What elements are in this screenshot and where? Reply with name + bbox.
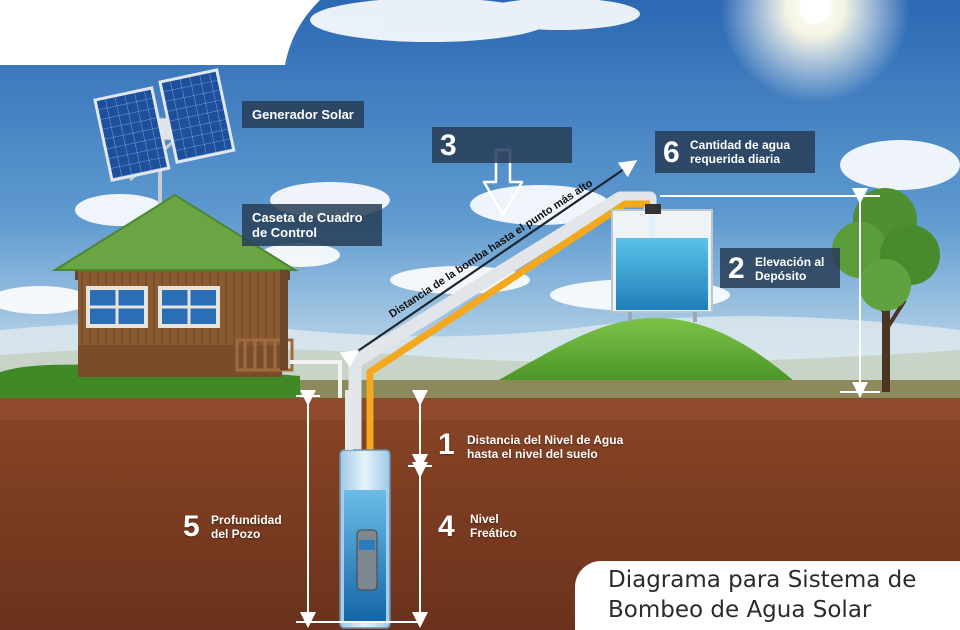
- well: [339, 390, 391, 629]
- hill: [470, 317, 810, 395]
- step-2-box: [720, 248, 840, 288]
- sun-core: [799, 0, 831, 24]
- number-2: 2: [728, 252, 745, 285]
- title-panel: Diagrama para Sistema de Bombeo de Agua …: [575, 561, 960, 630]
- sun-icon: [720, 0, 910, 103]
- topsoil: [0, 398, 960, 420]
- water-level-distance-label: Distancia del Nivel de Agua hasta el niv…: [467, 433, 624, 461]
- well-depth-label: Profundidad del Pozo: [211, 513, 282, 541]
- solar-generator-label: Generador Solar: [242, 101, 364, 128]
- top-left-corner: [0, 0, 320, 65]
- step-3-box: [432, 127, 572, 163]
- number-4: 4: [438, 510, 455, 543]
- water-table-label: Nivel Freático: [470, 512, 517, 540]
- water-quantity-label: Cantidad de agua requerida diaria: [690, 138, 791, 166]
- title-line-2: Bombeo de Agua Solar: [608, 597, 872, 623]
- number-5: 5: [183, 510, 200, 543]
- house-icon: [51, 193, 299, 377]
- water-tank-icon: [611, 204, 713, 322]
- number-6: 6: [663, 136, 680, 169]
- dimension-lines: [296, 160, 880, 628]
- control-house-label: Caseta de Cuadro de Control: [242, 204, 382, 246]
- tank-elevation-label: Elevación al Depósito: [755, 255, 825, 283]
- pump-icon: [356, 529, 378, 591]
- number-1: 1: [438, 428, 455, 461]
- title-line-1: Diagrama para Sistema de: [608, 567, 917, 593]
- number-3: 3: [440, 129, 457, 162]
- step-6-box: [655, 131, 815, 173]
- solar-panel-icon: [93, 68, 236, 205]
